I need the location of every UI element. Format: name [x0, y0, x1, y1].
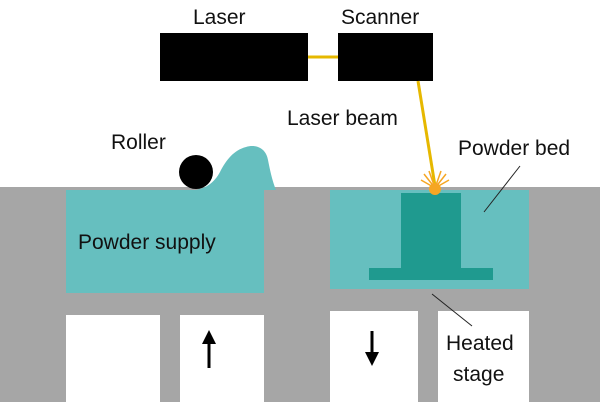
- supply-piston-arrow-up: [202, 330, 216, 368]
- heated-stage-leader: [431, 293, 473, 327]
- laser-box: [160, 33, 308, 81]
- heated-stage-label-line1: Heated: [446, 332, 514, 355]
- part-column: [401, 193, 461, 271]
- frame-right-wall: [529, 187, 600, 402]
- sintering-spark: [420, 170, 450, 195]
- frame-left-wall: [0, 187, 66, 402]
- powder-bed-leader: [483, 165, 521, 213]
- laser-beam-line: [416, 80, 437, 187]
- frame-center-wall: [264, 187, 330, 402]
- powder-bed-region: [330, 190, 529, 289]
- powder-supply-region: [66, 146, 276, 293]
- part-base: [369, 268, 493, 280]
- optics: [160, 33, 437, 187]
- roller-label: Roller: [111, 131, 166, 154]
- powder-supply-fill: [66, 190, 264, 293]
- powder-supply-label: Powder supply: [78, 231, 216, 254]
- supply-piston-rod: [160, 315, 180, 402]
- laser-label: Laser: [193, 6, 246, 29]
- roller: [179, 155, 213, 189]
- build-piston-plate: [330, 289, 529, 311]
- spark-core: [429, 183, 441, 195]
- heated-stage-label-line2: stage: [453, 363, 504, 386]
- build-piston-rod: [418, 311, 438, 402]
- build-piston-arrow-down: [365, 331, 379, 366]
- supply-piston-plate: [66, 293, 264, 315]
- scanner-label: Scanner: [341, 6, 419, 29]
- powder-heap: [196, 146, 276, 190]
- machine-frame: [0, 187, 600, 402]
- scanner-box: [338, 33, 433, 81]
- powder-bed-label: Powder bed: [458, 137, 570, 160]
- laser-beam-label: Laser beam: [287, 107, 398, 130]
